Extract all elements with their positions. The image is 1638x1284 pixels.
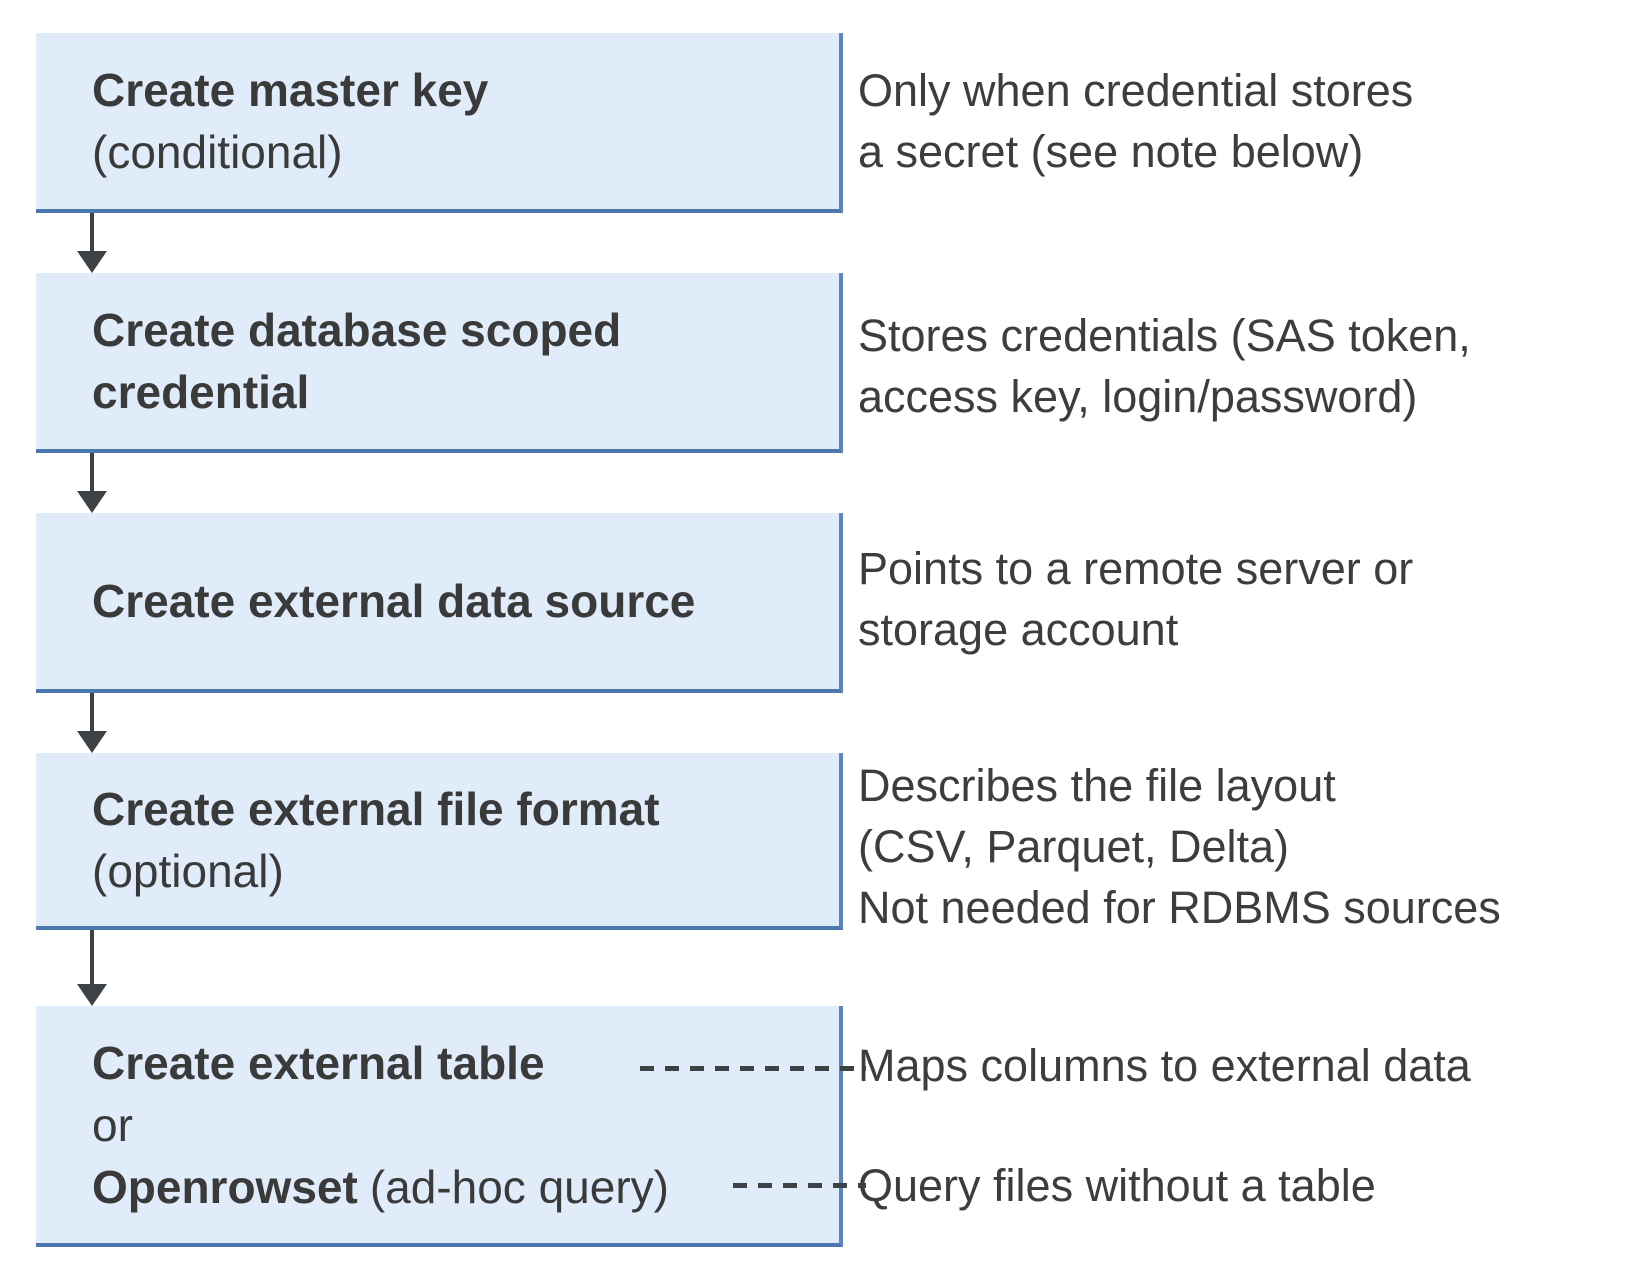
note-line: Maps columns to external data (858, 1040, 1471, 1091)
note-line: Not needed for RDBMS sources (858, 882, 1501, 933)
note-line: a secret (see note below) (858, 126, 1364, 177)
step-title: Create master key (92, 64, 489, 116)
step-title: Create external data source (92, 575, 696, 627)
step-subtitle: (conditional) (92, 126, 343, 178)
step-box-create-master-key: Create master key (conditional) (36, 33, 843, 213)
step-conjunction: or (92, 1098, 133, 1151)
step-box-create-external-data-source: Create external data source (36, 513, 843, 693)
step-title-line2: credential (92, 366, 310, 418)
step-title: Create external file format (92, 782, 660, 835)
arrow-head-icon (77, 984, 107, 1006)
dashed-connector-external-table (640, 1066, 866, 1071)
step-alt-title-rest: (ad-hoc query) (369, 1160, 669, 1213)
step-alt-title: Openrowset(ad-hoc query) (92, 1156, 839, 1218)
arrow-head-icon (77, 731, 107, 753)
note-line: Query files without a table (858, 1160, 1376, 1211)
arrow-head-icon (77, 251, 107, 273)
note-line: Only when credential stores (858, 65, 1414, 116)
note-line: access key, login/password) (858, 371, 1418, 422)
arrow-head-icon (77, 491, 107, 513)
step-box-create-database-scoped-credential: Create database scoped credential (36, 273, 843, 453)
step-title: Create external table (92, 1036, 545, 1089)
step-box-create-external-table-or-openrowset: Create external table or Openrowset(ad-h… (36, 1006, 843, 1247)
note-master-key: Only when credential stores a secret (se… (858, 60, 1413, 182)
note-database-scoped-credential: Stores credentials (SAS token, access ke… (858, 305, 1471, 427)
step-alt-title-bold: Openrowset (92, 1160, 358, 1213)
dashed-connector-openrowset (733, 1183, 866, 1188)
note-line: Describes the file layout (858, 760, 1336, 811)
arrow-line-4 (90, 930, 94, 984)
note-line: storage account (858, 604, 1179, 655)
note-line: (CSV, Parquet, Delta) (858, 821, 1290, 872)
note-openrowset: Query files without a table (858, 1155, 1376, 1216)
note-external-table: Maps columns to external data (858, 1035, 1471, 1096)
step-subtitle: (optional) (92, 844, 284, 897)
arrow-line-3 (90, 693, 94, 733)
step-box-create-external-file-format: Create external file format (optional) (36, 753, 843, 930)
note-external-data-source: Points to a remote server or storage acc… (858, 538, 1413, 660)
note-line: Stores credentials (SAS token, (858, 310, 1471, 361)
note-line: Points to a remote server or (858, 543, 1414, 594)
arrow-line-1 (90, 213, 94, 253)
arrow-line-2 (90, 453, 94, 493)
note-external-file-format: Describes the file layout (CSV, Parquet,… (858, 755, 1501, 938)
step-title-line1: Create database scoped (92, 304, 622, 356)
